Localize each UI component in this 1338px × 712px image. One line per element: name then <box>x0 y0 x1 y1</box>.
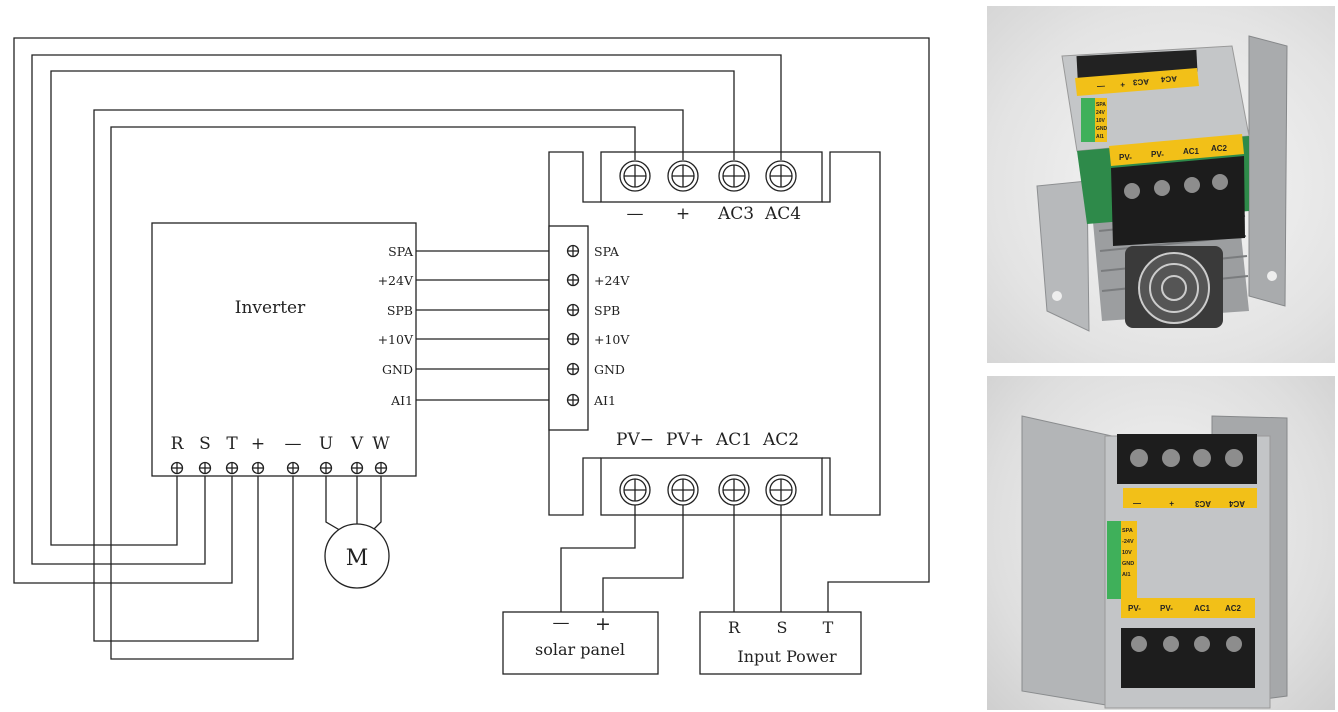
photo-top-top-plus: + <box>1120 80 1125 89</box>
motor-circle <box>324 523 390 589</box>
wire-inverter-R-to-ac3 <box>50 70 735 546</box>
photo-bottom-side-spa: SPA <box>1122 528 1133 534</box>
photo-bottom-top-plus: + <box>1169 499 1174 508</box>
module-bottom-labels: PV− PV+ AC1 AC2 <box>616 430 799 450</box>
module-signal-labels: SPA +24V SPB +10V GND AI1 <box>593 244 630 408</box>
solar-panel-minus: — <box>553 613 570 633</box>
photo-top-bottom-pv2: PV- <box>1151 150 1164 159</box>
inverter-term-v: V <box>350 434 364 454</box>
product-illustration-top: — + AC3 AC4 SPA 24V 10V GND AI1 PV- PV- … <box>1036 35 1288 332</box>
input-power-r: R <box>728 618 741 637</box>
inverter-term-plus: + <box>251 434 265 454</box>
product-illustration-bottom: — + AC3 AC4 SPA -24V 10V GND AI1 PV- PV-… <box>1021 415 1288 709</box>
inverter-term-r: R <box>171 434 185 454</box>
wire-inverter-S-to-ac4 <box>31 54 782 565</box>
inverter-screw-terminals <box>170 461 388 475</box>
module-bottom-ac1: AC1 <box>715 430 752 450</box>
solar-panel-box <box>502 611 659 675</box>
wire-pv-minus-to-panel <box>560 505 636 612</box>
photo-top-bottom-pv1: PV- <box>1119 153 1132 162</box>
wires <box>13 37 930 660</box>
photo-bottom-bottom-pv1: PV- <box>1128 604 1141 613</box>
module-top-screws <box>619 160 797 192</box>
photo-bottom-side-gnd: GND <box>1122 561 1134 567</box>
input-power-box <box>699 611 862 675</box>
wire-pv-plus-to-panel <box>602 505 684 612</box>
solar-panel-plus: + <box>595 613 611 635</box>
input-power-label: Input Power <box>737 647 837 666</box>
photo-top-side-ai1: AI1 <box>1096 134 1104 140</box>
photo-bottom-side-ai1: AI1 <box>1122 572 1131 578</box>
module-pin-spa: SPA <box>594 244 620 259</box>
inverter-pin-24v: +24V <box>378 273 414 288</box>
inverter-pin-10v: +10V <box>378 332 414 347</box>
product-photo-bottom: — + AC3 AC4 SPA -24V 10V GND AI1 PV- PV-… <box>987 376 1335 710</box>
module-top-ac3: AC3 <box>717 204 754 224</box>
module-top-labels: — + AC3 AC4 <box>627 204 802 224</box>
module-bottom-ac2: AC2 <box>762 430 799 450</box>
photo-top-top-ac4: AC4 <box>1160 74 1177 84</box>
photo-top-side-gnd: GND <box>1096 126 1108 132</box>
module-pin-spb: SPB <box>594 303 620 318</box>
inverter-pin-spb: SPB <box>387 303 413 318</box>
module-bottom-screws <box>619 474 797 506</box>
module-pin-10v: +10V <box>594 332 630 347</box>
inverter-signal-labels: SPA +24V SPB +10V GND AI1 <box>378 244 414 408</box>
wire-inverter-plus-to-plus <box>93 109 684 642</box>
inverter-term-s: S <box>199 434 211 454</box>
inverter-power-labels: R S T + — U V W <box>171 434 391 454</box>
input-power-t: T <box>823 618 834 637</box>
input-power-s: S <box>777 618 788 637</box>
module-pin-ai1: AI1 <box>593 393 616 408</box>
photo-top-side-spa: SPA <box>1096 102 1106 108</box>
photo-bottom-side-10v: 10V <box>1122 550 1132 556</box>
wire-W-to-motor <box>370 470 382 533</box>
module-signal-screws <box>566 244 580 407</box>
inverter-box <box>151 222 417 477</box>
inverter-pin-gnd: GND <box>382 362 413 377</box>
inverter-term-minus: — <box>285 434 302 454</box>
solar-panel-label: solar panel <box>535 640 625 659</box>
photo-top-top-strip: — + AC3 AC4 <box>1097 74 1177 91</box>
motor-label: M <box>346 546 369 571</box>
photo-top-top-ac3: AC3 <box>1132 77 1149 87</box>
photo-top-bottom-ac2: AC2 <box>1211 144 1228 153</box>
photo-top-side-24v: 24V <box>1096 110 1106 116</box>
photo-top-top-minus: — <box>1097 82 1105 91</box>
photo-bottom-top-strip: — + AC3 AC4 <box>1133 499 1245 508</box>
module-bottom-pv-plus: PV+ <box>666 430 704 450</box>
wire-inverter-minus-to-minus <box>110 126 636 660</box>
photo-bottom-bottom-pv2: PV- <box>1160 604 1173 613</box>
photo-bottom-top-minus: — <box>1133 499 1141 508</box>
photo-bottom-bottom-ac1: AC1 <box>1194 604 1211 613</box>
inverter-term-w: W <box>372 434 390 454</box>
wire-U-to-motor <box>325 470 344 533</box>
photo-bottom-side-strip: SPA -24V 10V GND AI1 <box>1122 528 1134 578</box>
inverter-term-t: T <box>226 434 238 454</box>
photo-bottom-top-ac4: AC4 <box>1228 499 1245 508</box>
photo-bottom-bottom-ac2: AC2 <box>1225 604 1242 613</box>
photo-top-bottom-strip: PV- PV- AC1 AC2 <box>1119 144 1228 162</box>
inverter-title: Inverter <box>235 298 306 318</box>
photo-top-side-strip: SPA 24V 10V GND AI1 <box>1096 102 1108 140</box>
photo-top-bottom-ac1: AC1 <box>1183 147 1200 156</box>
module-pin-24v: +24V <box>594 273 630 288</box>
photo-bottom-bottom-strip: PV- PV- AC1 AC2 <box>1128 604 1242 613</box>
module-bottom-pv-minus: PV− <box>616 430 654 450</box>
inverter-pin-spa: SPA <box>388 244 414 259</box>
module-pin-gnd: GND <box>594 362 625 377</box>
module-top-minus: — <box>627 204 644 224</box>
inverter-term-u: U <box>319 434 333 454</box>
photo-bottom-side-24v: -24V <box>1122 539 1134 545</box>
photo-bottom-top-ac3: AC3 <box>1194 499 1211 508</box>
photo-top-side-10v: 10V <box>1096 118 1106 124</box>
wire-inverter-T-to-input-T <box>13 37 930 612</box>
product-photo-top: — + AC3 AC4 SPA 24V 10V GND AI1 PV- PV- … <box>987 6 1335 363</box>
module-top-plus: + <box>676 204 690 224</box>
module-top-ac4: AC4 <box>764 204 801 224</box>
inverter-pin-ai1: AI1 <box>390 393 413 408</box>
